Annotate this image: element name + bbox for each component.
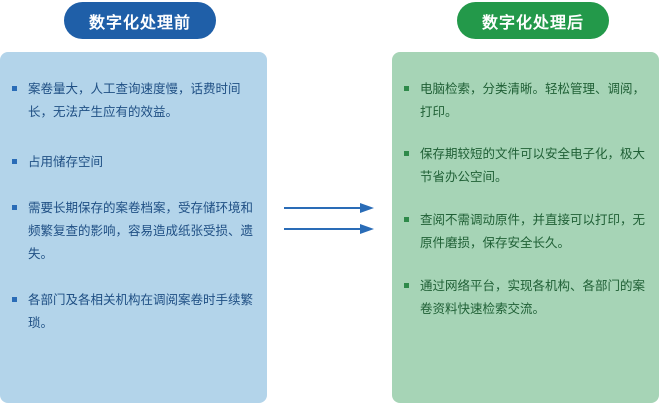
bullet-icon: [404, 86, 409, 91]
before-item-text: 案卷量大，人工查询速度慢，话费时间长，无法产生应有的效益。: [28, 81, 241, 119]
after-list: 电脑检索，分类清晰。轻松管理、调阅，打印。 保存期较短的文件可以安全电子化，极大…: [404, 77, 645, 320]
bullet-icon: [12, 86, 17, 91]
before-item-text: 占用储存空间: [28, 154, 104, 169]
before-item: 各部门及各相关机构在调阅案卷时手续繁琐。: [12, 288, 253, 334]
bullet-icon: [12, 297, 17, 302]
bullet-icon: [404, 151, 409, 156]
arrow-right-icon: [284, 224, 374, 234]
bullet-icon: [404, 217, 409, 222]
after-item: 电脑检索，分类清晰。轻松管理、调阅，打印。: [404, 77, 645, 123]
bullet-icon: [12, 205, 17, 210]
arrow-right-icon: [284, 203, 374, 213]
before-title: 数字化处理前: [64, 2, 216, 39]
after-item-text: 电脑检索，分类清晰。轻松管理、调阅，打印。: [420, 81, 646, 119]
arrows-graphic: [284, 203, 374, 234]
after-title: 数字化处理后: [457, 2, 609, 39]
after-item-text: 通过网络平台，实现各机构、各部门的案卷资料快速检索交流。: [420, 278, 646, 316]
after-item: 保存期较短的文件可以安全电子化，极大节省办公空间。: [404, 142, 645, 188]
after-item: 通过网络平台，实现各机构、各部门的案卷资料快速检索交流。: [404, 274, 645, 320]
before-item: 需要长期保存的案卷档案，受存储环境和频繁复查的影响，容易造成纸张受损、遗失。: [12, 196, 253, 265]
after-panel: 电脑检索，分类清晰。轻松管理、调阅，打印。 保存期较短的文件可以安全电子化，极大…: [392, 52, 659, 403]
before-item-text: 需要长期保存的案卷档案，受存储环境和频繁复查的影响，容易造成纸张受损、遗失。: [28, 200, 254, 261]
before-list: 案卷量大，人工查询速度慢，话费时间长，无法产生应有的效益。 占用储存空间 需要长…: [12, 77, 253, 334]
before-item-text: 各部门及各相关机构在调阅案卷时手续繁琐。: [28, 292, 254, 330]
bullet-icon: [404, 283, 409, 288]
bullet-icon: [12, 159, 17, 164]
before-panel: 案卷量大，人工查询速度慢，话费时间长，无法产生应有的效益。 占用储存空间 需要长…: [0, 52, 267, 403]
after-item: 查阅不需调动原件，并直接可以打印，无原件磨损，保存安全长久。: [404, 208, 645, 254]
before-item: 案卷量大，人工查询速度慢，话费时间长，无法产生应有的效益。: [12, 77, 253, 123]
after-item-text: 保存期较短的文件可以安全电子化，极大节省办公空间。: [420, 146, 646, 184]
before-item: 占用储存空间: [12, 150, 253, 173]
after-item-text: 查阅不需调动原件，并直接可以打印，无原件磨损，保存安全长久。: [420, 212, 646, 250]
